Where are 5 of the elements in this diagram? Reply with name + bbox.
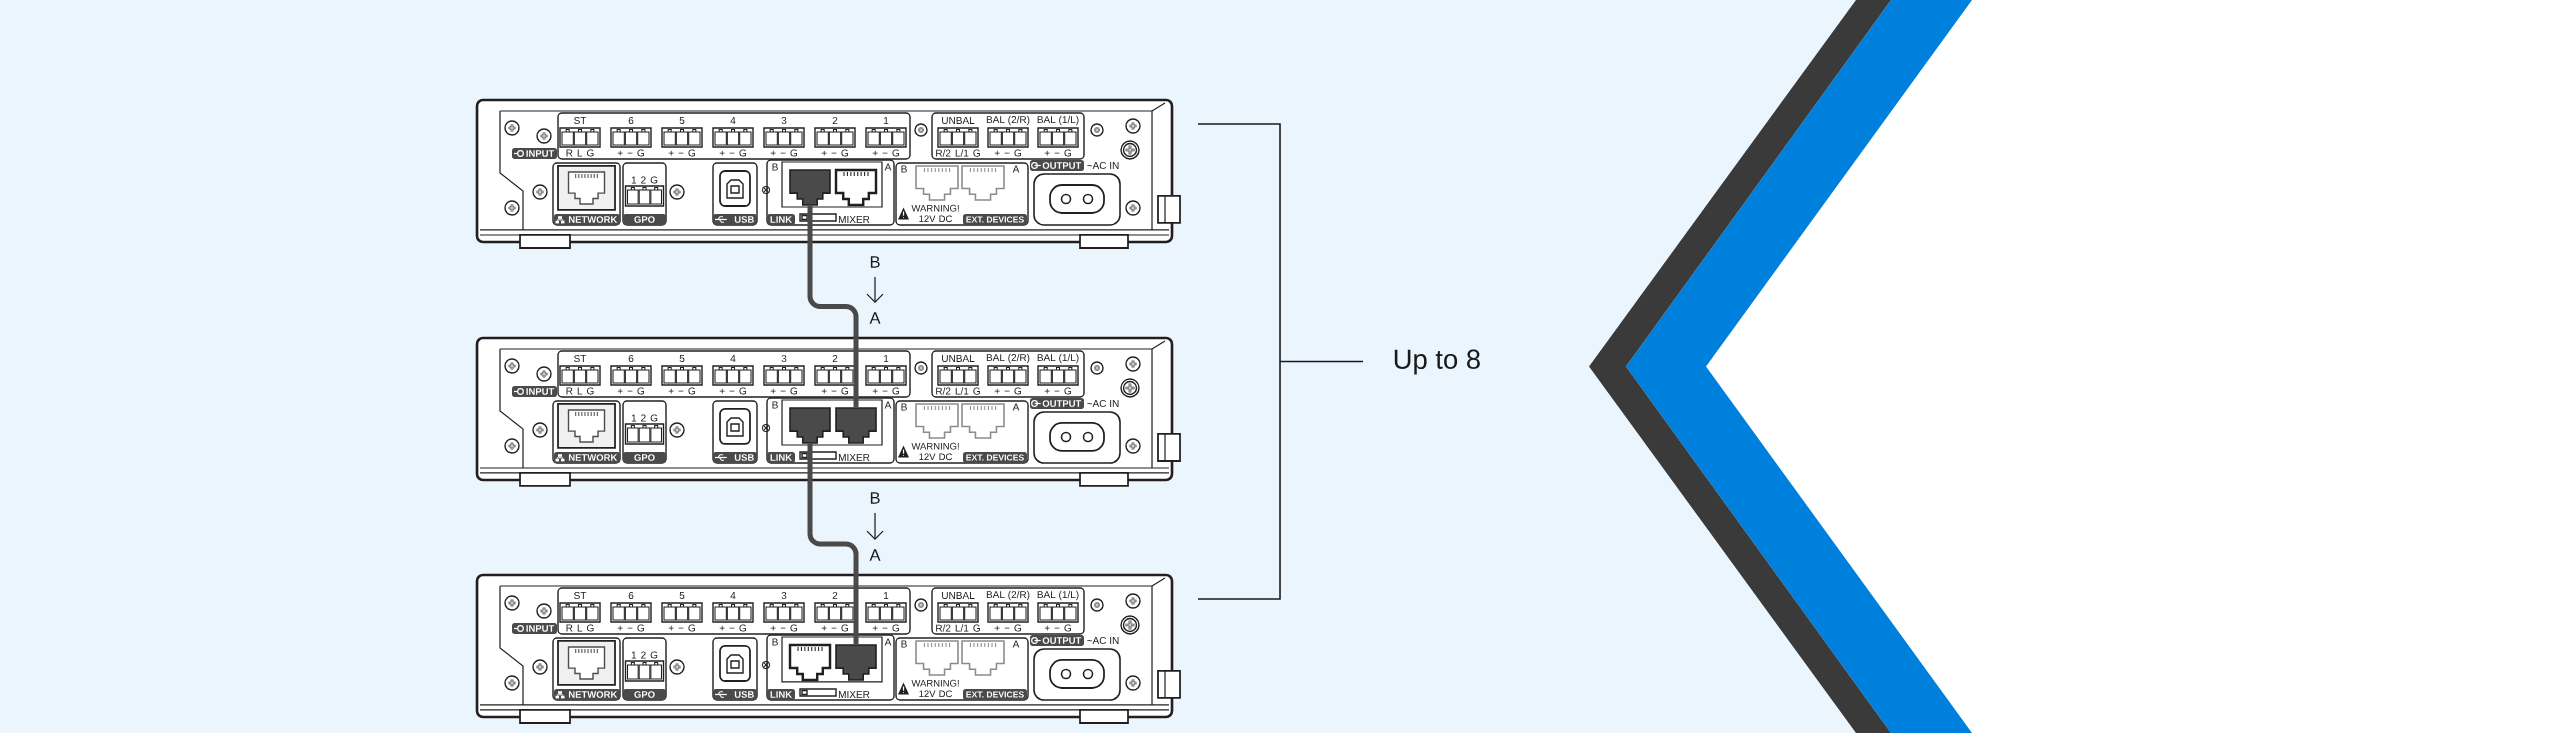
port-letter: B	[870, 492, 880, 504]
bracket-label: Up to 8	[1394, 349, 1480, 375]
port-letter: A	[869, 312, 881, 324]
port-letter: B	[870, 256, 880, 268]
port-letter: A	[869, 549, 881, 561]
